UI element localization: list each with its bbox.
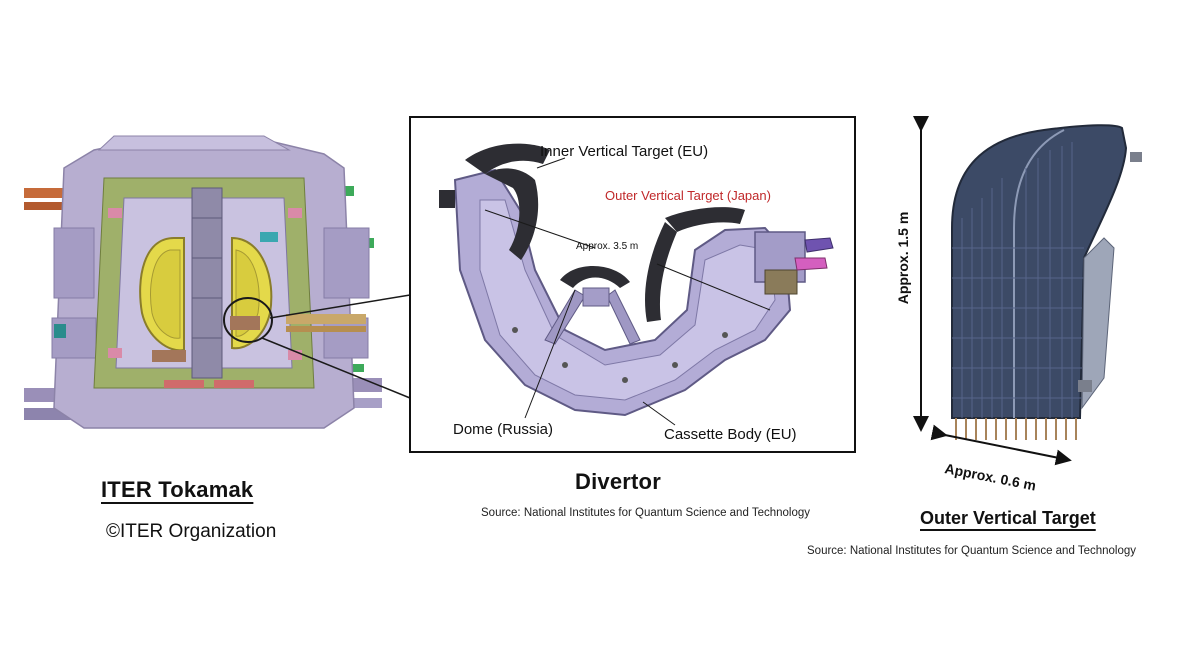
tokamak-title: ITER Tokamak [101, 477, 254, 502]
tokamak-illustration [24, 135, 382, 429]
magnifier-circle [223, 297, 273, 343]
divertor-source: Source: National Institutes for Quantum … [481, 507, 811, 519]
outer-target-illustration [951, 124, 1142, 440]
height-dimension-label: Approx. 1.5 m [895, 211, 911, 305]
label-approx-length: Approx. 3.5 m [576, 241, 639, 252]
label-dome: Dome (Russia) [453, 421, 554, 438]
tokamak-credit: ©ITER Organization [106, 521, 277, 542]
outer-target-title: Outer Vertical Target [920, 508, 1096, 528]
label-cassette-body: Cassette Body (EU) [664, 426, 797, 443]
divertor-title: Divertor [575, 469, 661, 494]
label-outer-vertical-target: Outer Vertical Target (Japan) [605, 188, 771, 203]
outer-target-source: Source: National Institutes for Quantum … [807, 545, 1137, 557]
divertor-illustration [439, 143, 834, 426]
label-inner-vertical-target: Inner Vertical Target (EU) [540, 143, 709, 160]
